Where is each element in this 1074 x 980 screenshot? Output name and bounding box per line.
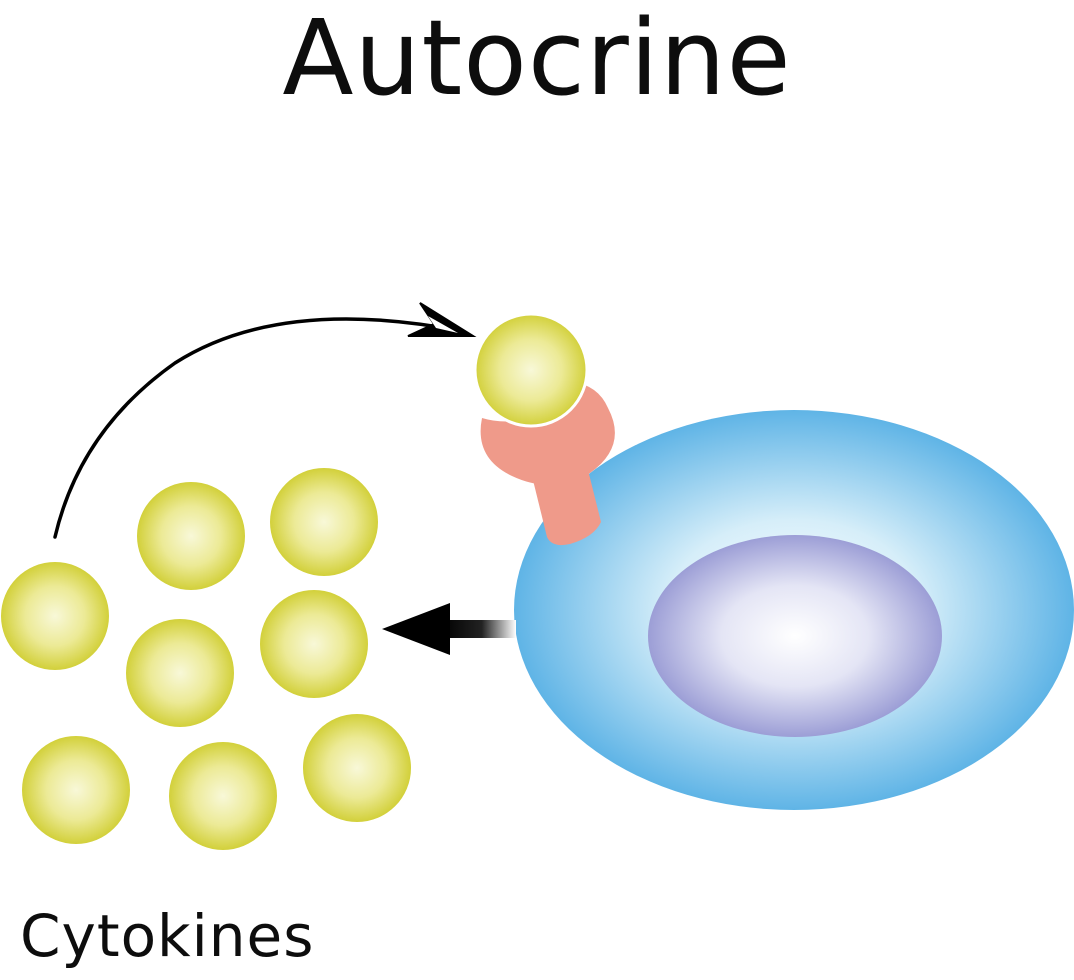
bound-cytokine [473, 312, 589, 428]
cytokine-icon [169, 742, 277, 850]
cytokine-icon [137, 482, 245, 590]
cytokine-cluster [1, 468, 411, 850]
cytokine-icon [270, 468, 378, 576]
curved-arrow-icon [53, 302, 477, 539]
cytokine-icon [126, 619, 234, 727]
cytokine-icon [1, 562, 109, 670]
cytokines-label: Cytokines [20, 902, 315, 970]
cytokine-icon [260, 590, 368, 698]
cytokine-icon [303, 714, 411, 822]
diagram-title: Autocrine [282, 0, 792, 119]
nucleus-icon [648, 535, 942, 737]
cytokine-icon [22, 736, 130, 844]
receptor-icon [480, 382, 615, 546]
arrow-left-icon [382, 603, 516, 655]
